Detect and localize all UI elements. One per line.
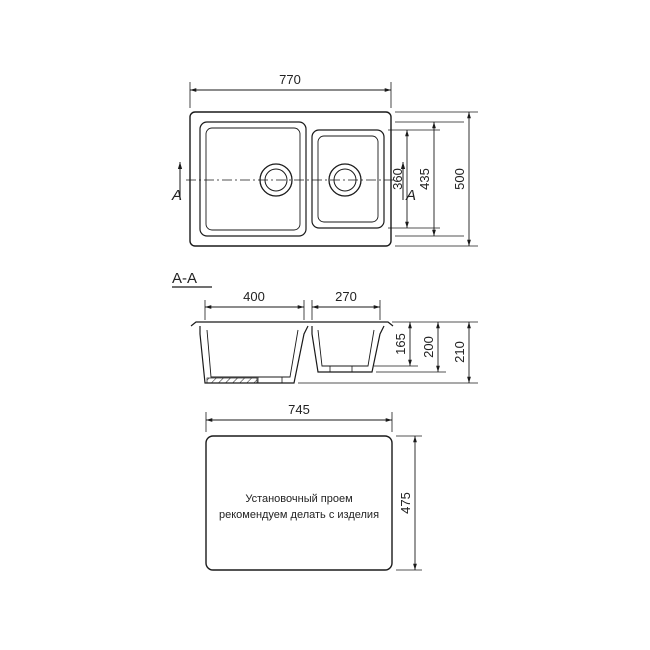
small-drain-section bbox=[329, 365, 353, 373]
small-bowl-outline bbox=[311, 129, 385, 229]
bowl-270-label: 270 bbox=[335, 289, 357, 304]
sink-rim bbox=[190, 321, 394, 327]
large-bowl-profile-inner bbox=[206, 329, 299, 378]
depth-360-label: 360 bbox=[390, 168, 405, 190]
height-200-label: 200 bbox=[421, 336, 436, 358]
bowl-400-label: 400 bbox=[243, 289, 265, 304]
section-view: A-A 400 270 165 200 bbox=[172, 270, 478, 384]
height-210-label: 210 bbox=[452, 341, 467, 363]
cutout-height-label: 475 bbox=[398, 492, 413, 514]
large-bowl-bottom-hatch bbox=[206, 377, 258, 384]
large-bowl-outline bbox=[199, 121, 307, 237]
section-label-left: A bbox=[171, 187, 182, 204]
large-bowl-inner bbox=[205, 127, 301, 231]
width-770-label: 770 bbox=[279, 72, 301, 87]
large-bowl-profile-outer bbox=[199, 325, 309, 384]
cutout-outline bbox=[205, 435, 393, 571]
sink-outer-outline bbox=[189, 111, 392, 247]
depth-435-label: 435 bbox=[417, 168, 432, 190]
section-title: A-A bbox=[172, 270, 197, 287]
large-drain-section bbox=[257, 376, 283, 384]
section-label-right: A bbox=[405, 187, 416, 204]
small-bowl-profile-inner bbox=[317, 329, 375, 367]
cutout-note-line-1: Установочный проем bbox=[245, 493, 352, 505]
top-view: A A 770 360 435 500 bbox=[171, 72, 478, 247]
cutout-view: 745 475 Установочный проем рекомендуем д… bbox=[205, 402, 422, 571]
small-bowl-inner bbox=[317, 135, 379, 223]
cutout-width-label: 745 bbox=[288, 402, 310, 417]
height-165-label: 165 bbox=[393, 333, 408, 355]
cutout-note-line-2: рекомендуем делать с изделия bbox=[219, 509, 379, 521]
depth-500-label: 500 bbox=[452, 168, 467, 190]
